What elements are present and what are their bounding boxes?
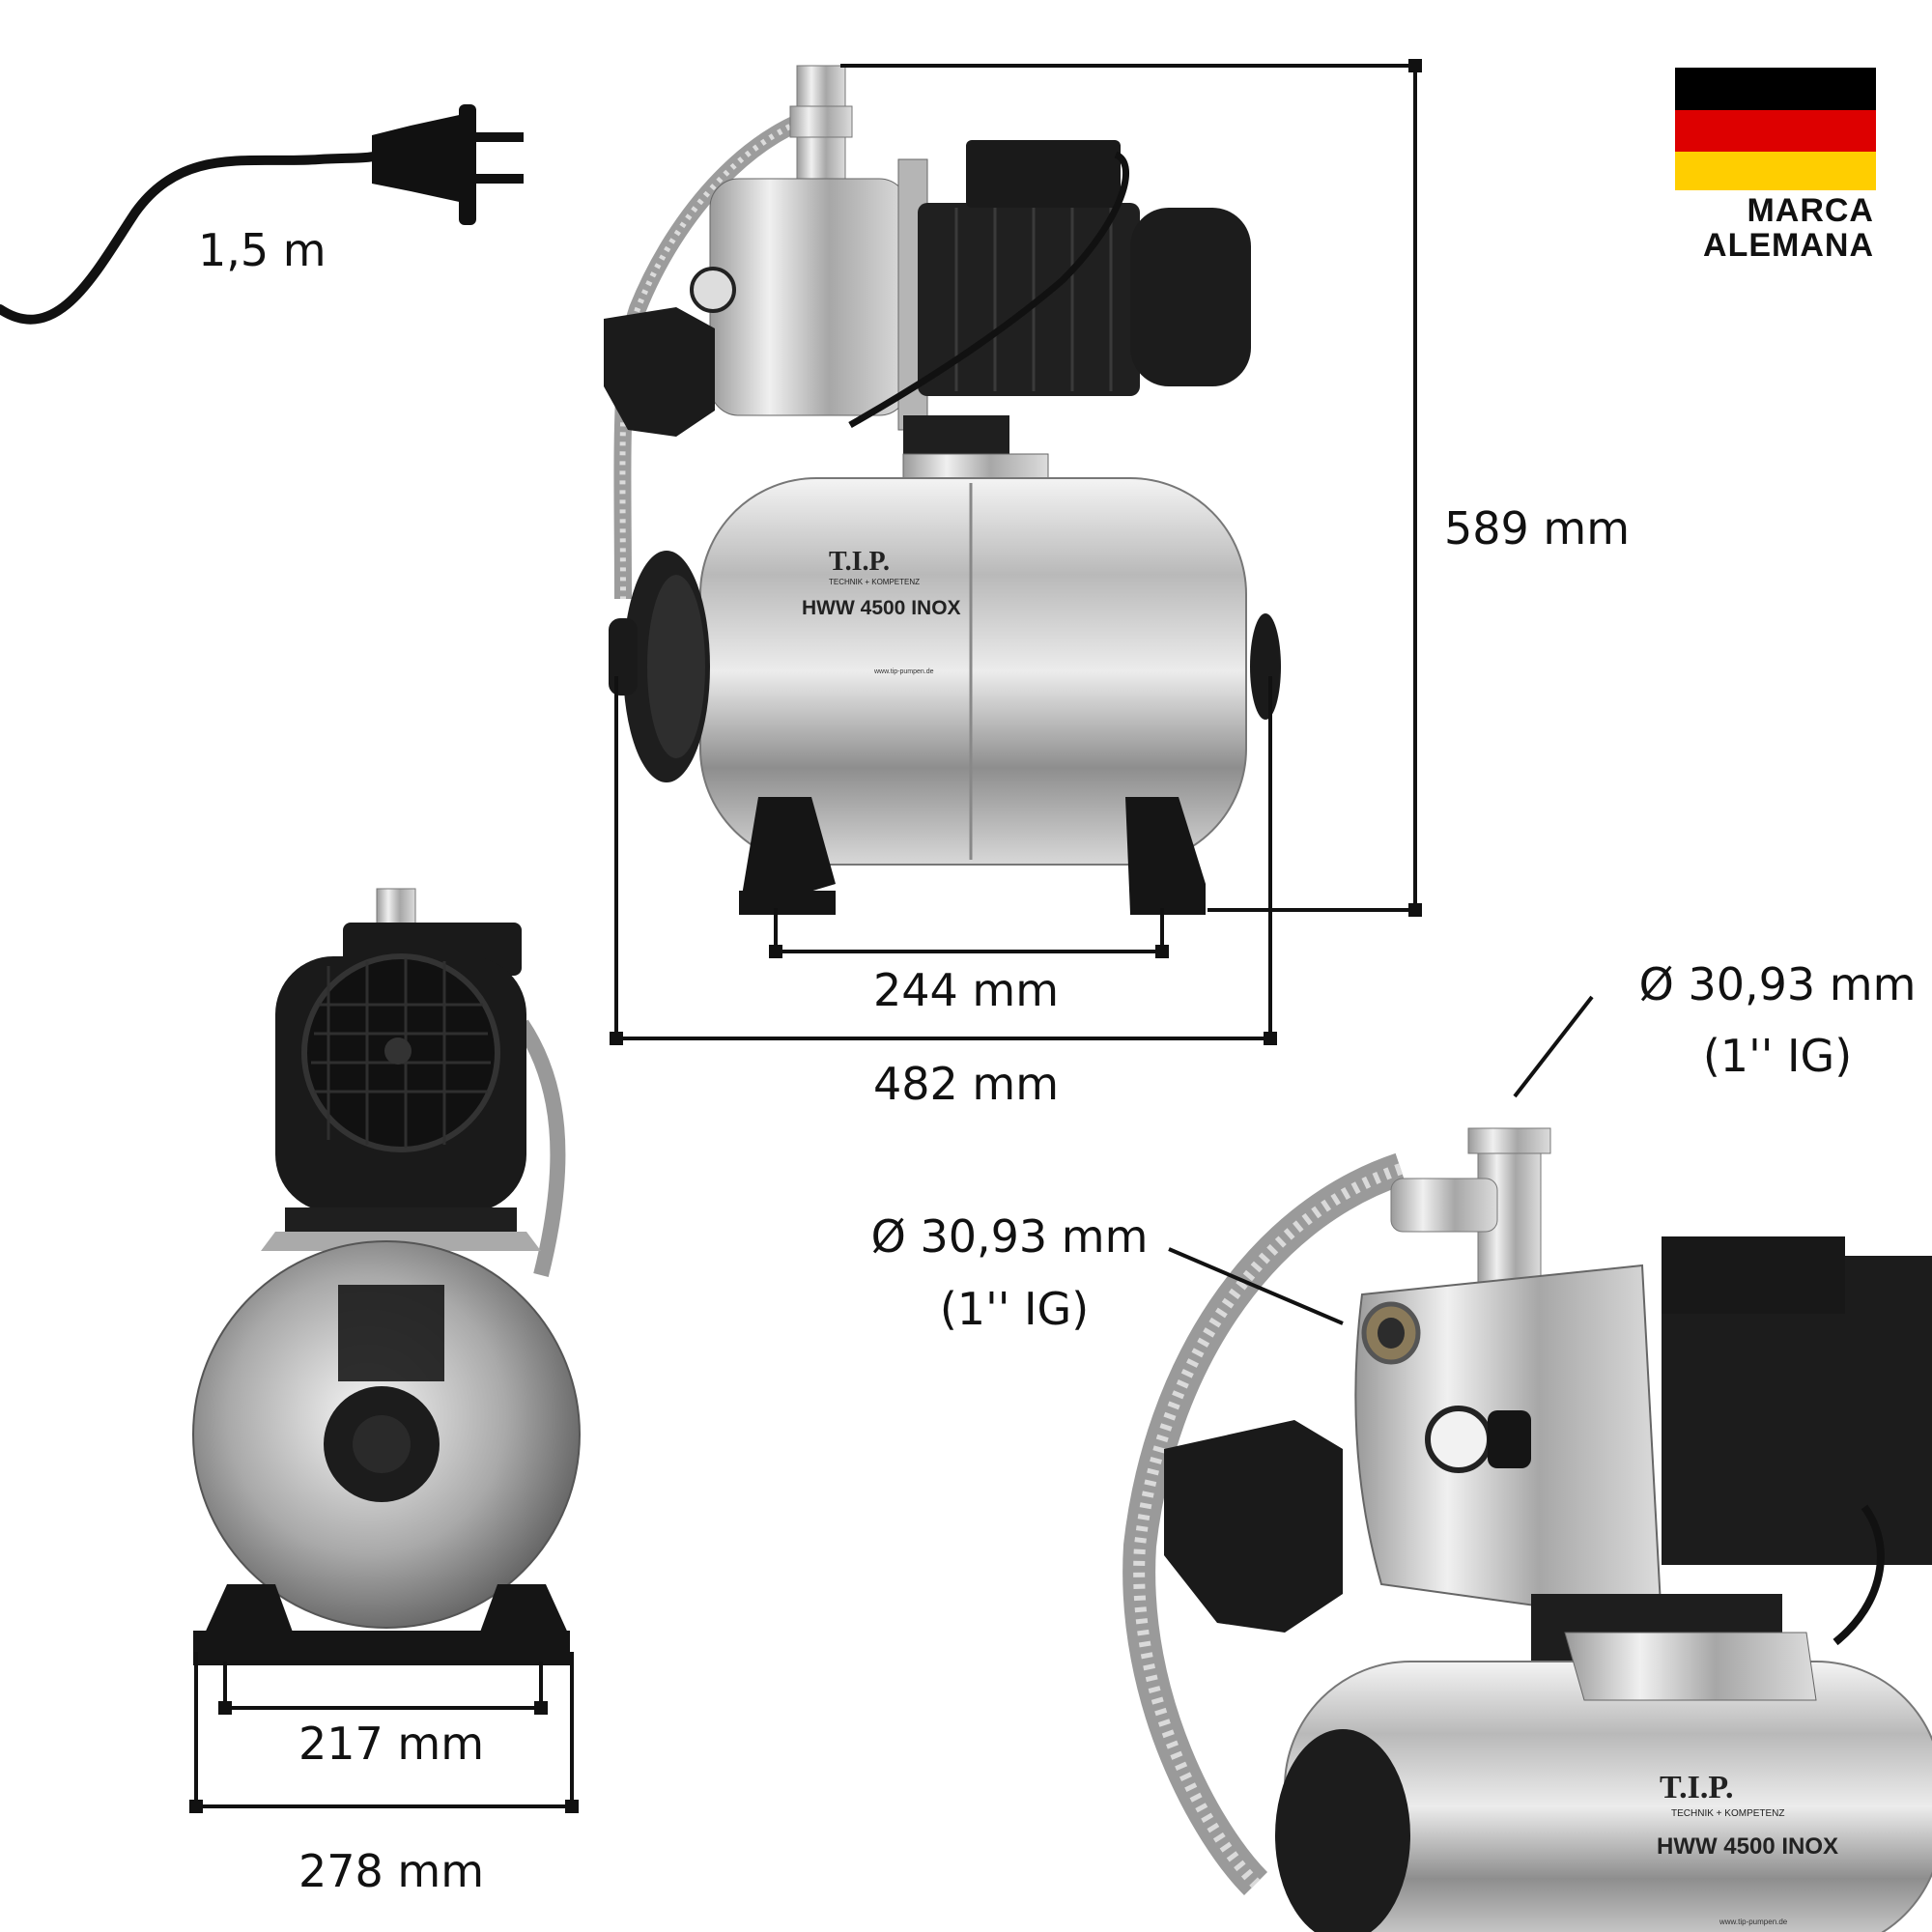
total-depth-label: 278 mm — [298, 1845, 485, 1897]
inlet-thread-label: (1'' IG) — [939, 1283, 1090, 1335]
side-foot-spacing-label: 217 mm — [298, 1718, 485, 1770]
brand-origin-line1: MARCA — [1747, 192, 1874, 229]
pump-side-view — [192, 888, 581, 1665]
front-foot-spacing-label: 244 mm — [872, 964, 1060, 1016]
inlet-diameter-label: Ø 30,93 mm — [870, 1210, 1149, 1263]
detail-tank-tagline-label: TECHNIK + KOMPETENZ — [1671, 1808, 1785, 1819]
power-cable-icon — [0, 104, 524, 325]
cable-length-label: 1,5 m — [198, 224, 327, 276]
tank-model-label: HWW 4500 INOX — [802, 597, 961, 619]
detail-tank-website-label: www.tip-pumpen.de — [1719, 1918, 1788, 1926]
height-dimension-label: 589 mm — [1444, 502, 1631, 554]
tank-tagline-label: TECHNIK + KOMPETENZ — [829, 578, 921, 586]
tank-brand-label: T.I.P. — [829, 547, 891, 577]
pump-detail-view — [1122, 1127, 1932, 1932]
brand-origin-line2: ALEMANA — [1703, 227, 1874, 264]
detail-tank-brand-label: T.I.P. — [1660, 1770, 1734, 1805]
outlet-diameter-label: Ø 30,93 mm — [1638, 958, 1917, 1010]
total-width-label: 482 mm — [872, 1058, 1060, 1110]
german-flag-icon — [1675, 68, 1876, 190]
tank-website-label: www.tip-pumpen.de — [874, 668, 934, 675]
pump-front-view — [604, 65, 1281, 915]
dimension-lines — [189, 59, 1594, 1813]
detail-tank-model-label: HWW 4500 INOX — [1657, 1833, 1839, 1860]
outlet-thread-label: (1'' IG) — [1702, 1030, 1853, 1082]
brand-origin-badge: MARCA ALEMANA — [1703, 193, 1874, 263]
